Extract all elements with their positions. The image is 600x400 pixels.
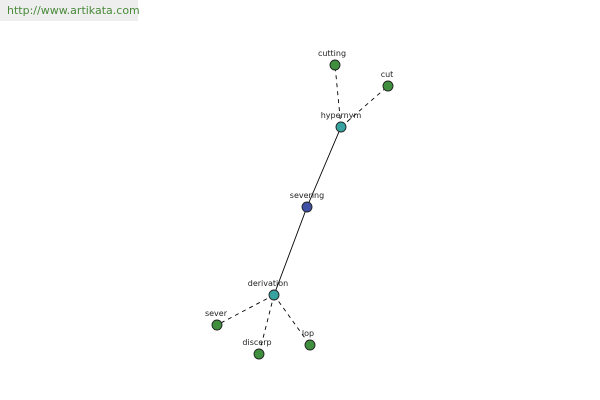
edge-severing-hypernym: [306, 126, 342, 208]
graph-edges: [216, 64, 389, 355]
edge-hypernym-cut: [340, 85, 389, 128]
node-label-cut: cut: [381, 70, 394, 79]
node-label-hypernym: hypernym: [321, 111, 362, 120]
node-sever[interactable]: [211, 319, 223, 331]
node-label-severing: severing: [290, 191, 324, 200]
graph-nodes: severing hypernym derivation cutting cut seve…: [205, 49, 394, 360]
edge-derivation-lop: [273, 294, 311, 346]
node-cutting[interactable]: [329, 59, 341, 71]
node-label-discerp: discerp: [242, 338, 271, 347]
node-label-cutting: cutting: [318, 49, 346, 58]
node-label-derivation: derivation: [248, 279, 288, 288]
node-label-sever: sever: [205, 309, 228, 318]
node-derivation[interactable]: [268, 289, 280, 301]
site-url-watermark[interactable]: http://www.artikata.com: [0, 0, 140, 21]
node-label-lop: lop: [302, 329, 314, 338]
node-cut[interactable]: [382, 80, 394, 92]
edge-severing-derivation: [273, 206, 308, 296]
edge-hypernym-cutting: [334, 64, 342, 128]
edge-derivation-discerp: [258, 294, 275, 355]
node-discerp[interactable]: [253, 348, 265, 360]
node-severing[interactable]: [301, 201, 313, 213]
edge-derivation-sever: [216, 294, 275, 326]
node-hypernym[interactable]: [335, 121, 347, 133]
node-lop[interactable]: [304, 339, 316, 351]
